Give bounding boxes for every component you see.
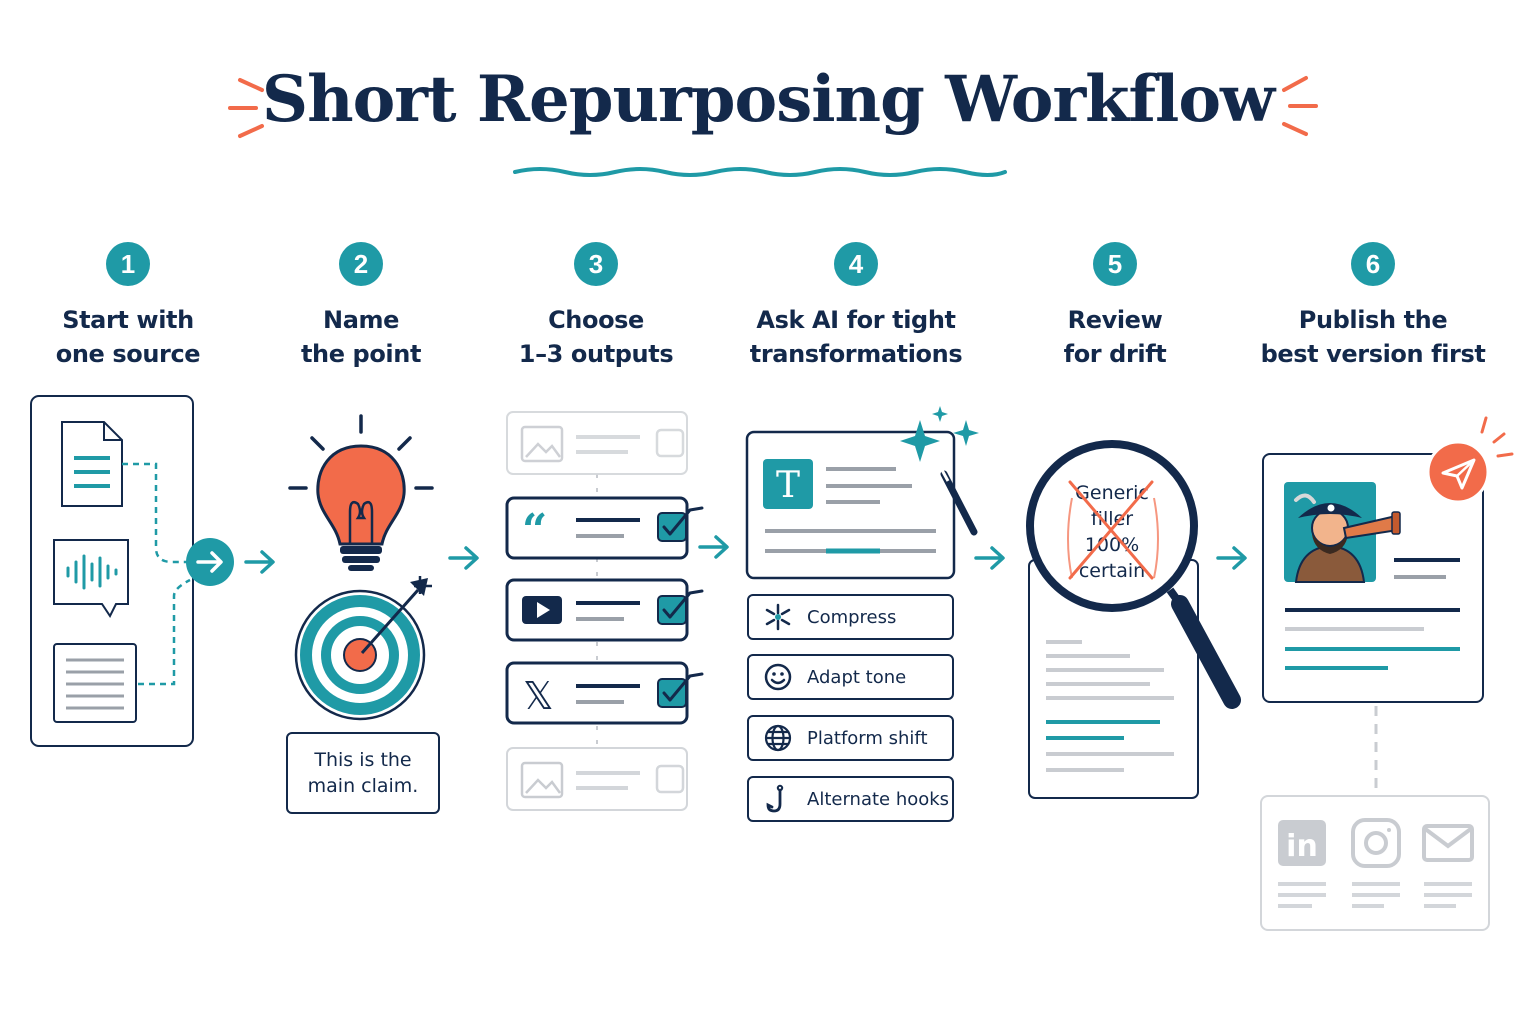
send-rays <box>1480 416 1514 458</box>
flow-arrow-2 <box>448 546 479 570</box>
adapt-tone-button[interactable]: Adapt tone <box>747 654 954 700</box>
image-icon <box>520 425 564 463</box>
audio-wave-icon <box>53 539 129 618</box>
compress-label: Compress <box>807 606 897 628</box>
bulb-rays <box>288 414 434 490</box>
output-option-image-top <box>506 411 688 475</box>
checkbox-empty <box>655 764 685 794</box>
x-logo-icon: 𝕏 <box>523 674 554 718</box>
text-tool-icon <box>763 459 813 509</box>
instagram-icon <box>1351 818 1401 868</box>
claim-line-2: main claim. <box>307 775 419 797</box>
alternate-hooks-label: Alternate hooks <box>807 788 950 810</box>
quote-icon: “ <box>522 505 547 556</box>
hook-icon <box>749 784 807 814</box>
platform-shift-button[interactable]: Platform shift <box>747 715 954 761</box>
smiley-icon <box>749 662 807 692</box>
main-claim-card: This is the main claim. <box>286 732 440 814</box>
platform-shift-label: Platform shift <box>807 727 928 749</box>
send-icon <box>1426 440 1490 504</box>
step-3-number: 3 <box>574 242 618 286</box>
output-option-video <box>505 578 704 642</box>
flow-arrow-4 <box>974 546 1005 570</box>
image-icon <box>520 761 564 799</box>
step-4-number: 4 <box>834 242 878 286</box>
checkbox-checked <box>657 678 687 708</box>
step-5-number: 5 <box>1093 242 1137 286</box>
output-option-image-bottom <box>506 747 688 811</box>
document-icon <box>61 421 123 507</box>
page-title: Short Repurposing Workflow <box>261 62 1275 137</box>
checkbox-checked <box>657 595 687 625</box>
claim-line-1: This is the <box>314 749 412 771</box>
magic-wand-icon <box>900 406 979 536</box>
svg-text:in: in <box>1286 829 1318 864</box>
alternate-hooks-button[interactable]: Alternate hooks <box>747 776 954 822</box>
flow-arrow-1 <box>244 550 275 574</box>
notes-icon <box>53 643 137 723</box>
svg-text:T: T <box>776 465 800 506</box>
step-2-number: 2 <box>339 242 383 286</box>
output-option-x: 𝕏 <box>505 661 704 725</box>
linkedin-icon: in <box>1278 820 1326 866</box>
target-icon <box>294 576 432 721</box>
lightbulb-icon <box>316 444 406 571</box>
mail-icon <box>1422 824 1474 862</box>
checkbox-checked <box>657 512 687 542</box>
output-option-quote: “ <box>505 496 704 560</box>
pirate-avatar-image <box>1284 482 1401 583</box>
flow-arrow-3 <box>698 535 729 559</box>
step-1-number: 1 <box>106 242 150 286</box>
checkbox-empty <box>655 428 685 458</box>
step-6-number: 6 <box>1351 242 1395 286</box>
adapt-tone-label: Adapt tone <box>807 666 907 688</box>
globe-icon <box>749 723 807 753</box>
compress-button[interactable]: Compress <box>747 594 954 640</box>
compress-icon <box>749 602 807 632</box>
